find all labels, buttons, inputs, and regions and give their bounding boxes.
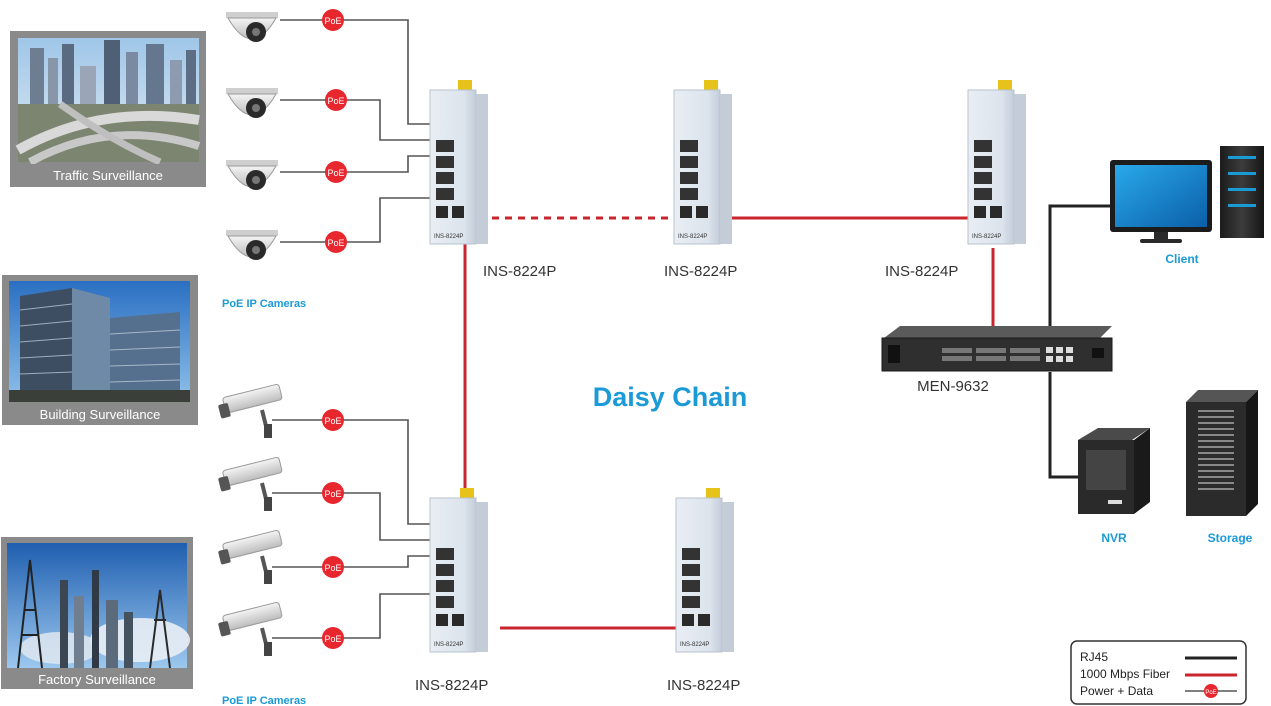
industrial-switch: INS-8224P	[429, 488, 488, 653]
site-caption: Traffic Surveillance	[53, 168, 163, 183]
switch-front-label: INS-8224P	[434, 642, 463, 648]
bullet-camera-icon	[218, 601, 283, 656]
server-tower-icon	[1220, 146, 1264, 238]
camera-group-label: PoE IP Cameras	[222, 695, 306, 706]
poe-badge: PoE	[325, 231, 347, 253]
bullet-camera-icon	[218, 456, 283, 511]
poe-badge: PoE	[322, 409, 344, 431]
switch-front-label: INS-8224P	[678, 234, 707, 240]
dome-camera-icon	[226, 88, 278, 118]
industrial-switch: INS-8224P	[675, 488, 734, 653]
site-factory: Factory Surveillance	[1, 537, 193, 689]
svg-text:PoE: PoE	[1205, 690, 1216, 696]
poe-badges: PoE PoE PoE PoE PoE PoE PoE PoE	[322, 9, 347, 649]
nvr-device: NVR	[1078, 428, 1150, 545]
svg-text:PoE: PoE	[327, 238, 344, 248]
dome-camera-icon	[226, 230, 278, 260]
poe-badge: PoE	[1204, 684, 1218, 698]
switch-front-label: INS-8224P	[434, 234, 463, 240]
poe-badge: PoE	[322, 482, 344, 504]
core-switch: MEN-9632	[881, 326, 1113, 395]
switch-label: INS-8224P	[664, 263, 737, 280]
daisy-chain-label: Daisy Chain	[593, 382, 748, 412]
client-label: Client	[1165, 252, 1198, 266]
nvr-label: NVR	[1101, 531, 1127, 545]
legend-label-rj45: RJ45	[1080, 650, 1108, 664]
poe-badge: PoE	[325, 89, 347, 111]
switch-front-label: INS-8224P	[972, 234, 1001, 240]
site-building: Building Surveillance	[2, 275, 198, 425]
site-caption: Building Surveillance	[40, 407, 161, 422]
switch-label: INS-8224P	[885, 263, 958, 280]
site-traffic: Traffic Surveillance	[10, 31, 206, 187]
svg-text:PoE: PoE	[324, 563, 341, 573]
poe-badge: PoE	[325, 161, 347, 183]
poe-badge: PoE	[322, 556, 344, 578]
svg-text:PoE: PoE	[324, 489, 341, 499]
fiber-links	[463, 216, 995, 630]
bullet-camera-group: PoE IP Cameras	[218, 383, 306, 706]
industrial-switch: INS-8224P	[429, 80, 488, 245]
svg-text:PoE: PoE	[324, 16, 341, 26]
rj45-links	[1048, 204, 1110, 479]
storage-rack: Storage	[1186, 390, 1258, 545]
legend-label-poe: Power + Data	[1080, 684, 1153, 698]
bullet-camera-icon	[218, 383, 283, 438]
industrial-switch: INS-8224P	[967, 80, 1026, 245]
switch-label: INS-8224P	[415, 677, 488, 694]
svg-text:PoE: PoE	[324, 416, 341, 426]
legend: RJ45 1000 Mbps Fiber Power + Data PoE	[1070, 640, 1247, 705]
poe-badge: PoE	[322, 9, 344, 31]
legend-label-fiber: 1000 Mbps Fiber	[1080, 667, 1170, 681]
switch-label: INS-8224P	[667, 677, 740, 694]
office-building	[9, 288, 190, 402]
camera-group-label: PoE IP Cameras	[222, 298, 306, 310]
svg-text:PoE: PoE	[327, 96, 344, 106]
copper-links	[272, 19, 432, 639]
switch-front-label: INS-8224P	[680, 642, 709, 648]
svg-text:PoE: PoE	[324, 634, 341, 644]
industrial-switch: INS-8224P	[673, 80, 732, 245]
dome-camera-icon	[226, 160, 278, 190]
city-skyline	[30, 40, 196, 108]
storage-label: Storage	[1208, 531, 1253, 545]
dome-camera-group: PoE IP Cameras	[222, 12, 306, 310]
dome-camera-icon	[226, 12, 278, 42]
bullet-camera-icon	[218, 529, 283, 584]
svg-text:PoE: PoE	[327, 168, 344, 178]
core-switch-label: MEN-9632	[917, 378, 989, 395]
industrial-plant	[17, 559, 190, 669]
site-caption: Factory Surveillance	[38, 672, 156, 687]
client-workstation: Client	[1110, 146, 1264, 266]
switch-label: INS-8224P	[483, 263, 556, 280]
poe-badge: PoE	[322, 627, 344, 649]
